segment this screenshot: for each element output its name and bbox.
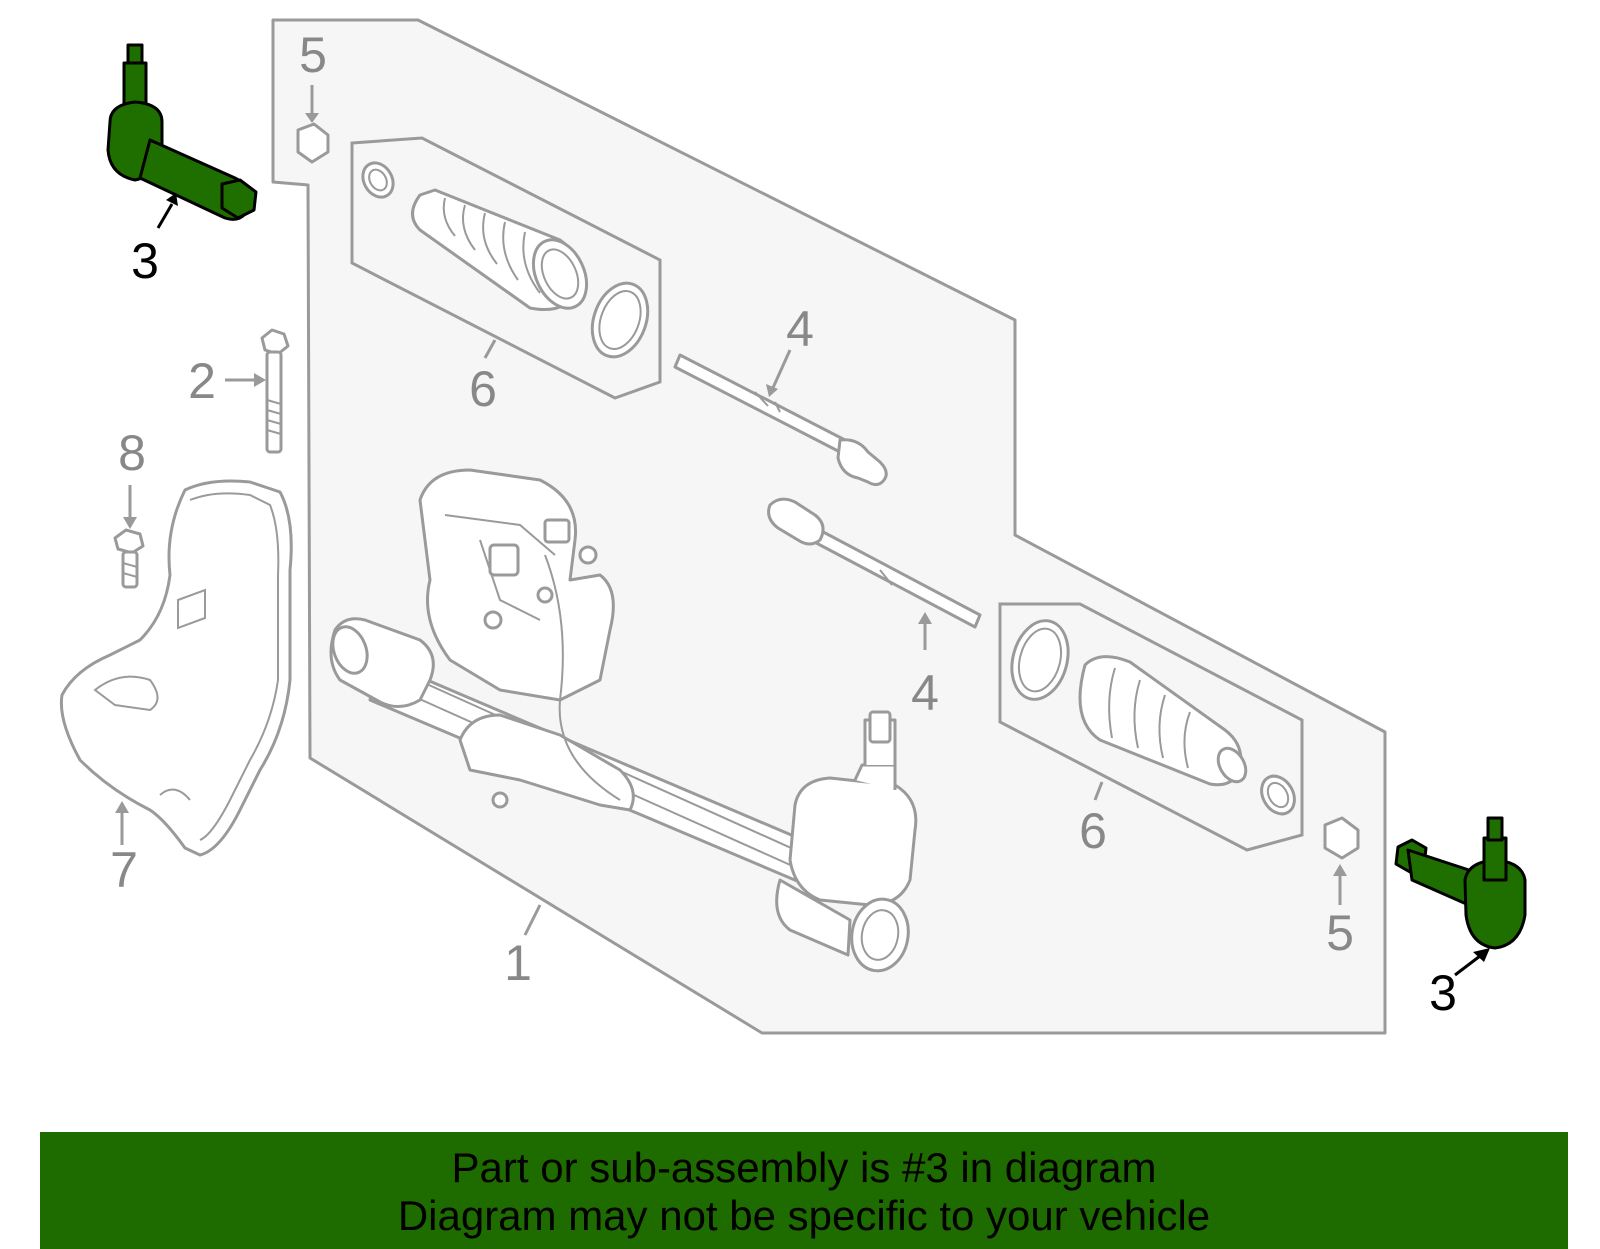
bolt-part-2 [225, 328, 290, 454]
tie-rod-end-bottom [1394, 816, 1527, 977]
inner-tie-rod-bottom [767, 497, 982, 650]
boot-clamp-large-bottom [1010, 619, 1070, 701]
boot-clamp-small-bottom [1260, 774, 1296, 816]
leader-1 [523, 904, 542, 936]
tie-rod-end-top [106, 43, 258, 229]
callout-3-top: 3 [131, 233, 159, 289]
bolt-part-8 [113, 485, 145, 589]
boot-clamp-large-top [590, 281, 650, 359]
info-banner: Part or sub-assembly is #3 in diagram Di… [40, 1132, 1568, 1249]
banner-line-part: Part or sub-assembly is #3 in diagram [451, 1144, 1157, 1191]
callout-5-top: 5 [299, 27, 327, 83]
callout-4-top: 4 [786, 301, 814, 357]
banner-line-disclaimer: Diagram may not be specific to your vehi… [397, 1192, 1211, 1239]
inner-tie-rod-top [673, 349, 888, 487]
boot-clamp-small-top [361, 161, 395, 199]
bellows-boot-bottom [1078, 655, 1248, 787]
callout-8: 8 [118, 425, 146, 481]
callout-2: 2 [188, 353, 216, 409]
callout-1: 1 [504, 935, 532, 991]
leader-6-bottom [1093, 781, 1104, 801]
heat-shield-part-7 [59, 479, 293, 857]
callout-6-bottom: 6 [1079, 803, 1107, 859]
nut-part-5-bottom [1323, 816, 1360, 905]
bellows-boot-top [411, 188, 589, 311]
callout-7: 7 [110, 842, 138, 898]
callout-4-bottom: 4 [911, 665, 939, 721]
steering-gear-rack [329, 468, 918, 973]
callout-5-bottom: 5 [1326, 905, 1354, 961]
leader-6-top [483, 339, 497, 359]
callout-3-bottom: 3 [1429, 965, 1457, 1021]
nut-part-5-top [296, 85, 330, 164]
callout-6-top: 6 [469, 361, 497, 417]
